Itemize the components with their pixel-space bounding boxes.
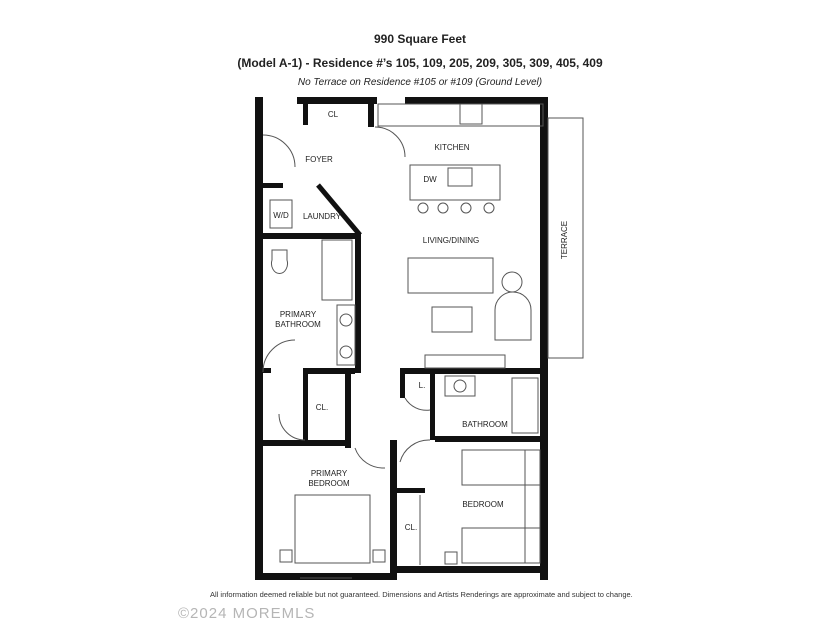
label-living-dining: LIVING/DINING (423, 236, 479, 245)
label-linen: L. (419, 381, 426, 390)
label-dishwasher: DW (423, 175, 437, 184)
label-primary-bath-1: PRIMARY (280, 310, 317, 319)
label-closet-mid: CL. (316, 403, 328, 412)
fixtures (262, 103, 584, 579)
label-bedroom: BEDROOM (462, 500, 504, 509)
plan-subtitle: (Model A-1) - Residence #’s 105, 109, 20… (237, 56, 603, 70)
label-foyer: FOYER (305, 155, 333, 164)
disclaimer: All information deemed reliable but not … (210, 590, 633, 599)
label-primary-bed-1: PRIMARY (311, 469, 348, 478)
label-primary-bed-2: BEDROOM (308, 479, 350, 488)
label-terrace: TERRACE (560, 221, 569, 259)
watermark: ©2024 MOREMLS (178, 605, 316, 622)
label-kitchen: KITCHEN (434, 143, 469, 152)
label-closet-top: CL (328, 110, 339, 119)
walls (255, 97, 548, 580)
plan-note: No Terrace on Residence #105 or #109 (Gr… (297, 77, 543, 88)
label-bathroom: BATHROOM (462, 420, 508, 429)
label-primary-bath-2: BATHROOM (275, 320, 321, 329)
label-laundry: LAUNDRY (303, 212, 342, 221)
room-labels: CL FOYER KITCHEN DW W/D LAUNDRY LIVING/D… (273, 110, 569, 532)
label-washer-dryer: W/D (273, 211, 289, 220)
plan-title: 990 Square Feet (373, 32, 467, 46)
label-closet-bed: CL. (405, 523, 417, 532)
